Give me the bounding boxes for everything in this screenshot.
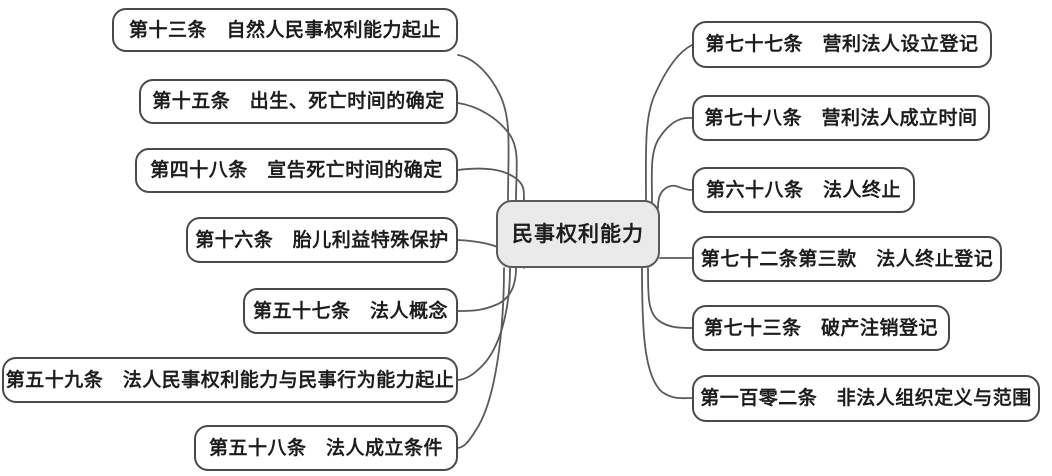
- branch-node-label: 第七十三条 破产注销登记: [703, 316, 938, 339]
- branch-node-label: 第六十八条 法人终止: [705, 178, 901, 201]
- branch-node-label: 第七十七条 营利法人设立登记: [705, 33, 979, 55]
- branch-node-left-3[interactable]: 第十六条 胎儿利益特殊保护: [186, 217, 458, 263]
- edge-right-5: [641, 267, 693, 400]
- branch-node-right-5[interactable]: 第一百零二条 非法人组织定义与范围: [692, 375, 1040, 422]
- edge-left-6: [457, 267, 505, 449]
- branch-node-right-2[interactable]: 第六十八条 法人终止: [692, 167, 915, 213]
- edge-left-1: [457, 102, 518, 201]
- branch-node-left-4[interactable]: 第五十七条 法人概念: [243, 288, 458, 334]
- edge-left-5: [457, 267, 511, 381]
- edge-left-4: [457, 267, 517, 312]
- center-node-label: 民事权利能力: [512, 221, 644, 246]
- center-node[interactable]: 民事权利能力: [496, 200, 660, 268]
- branch-node-label: 第五十八条 法人成立条件: [208, 436, 443, 459]
- branch-node-label: 第十六条 胎儿利益特殊保护: [195, 228, 449, 251]
- branch-node-right-4[interactable]: 第七十三条 破产注销登记: [692, 305, 950, 351]
- branch-node-label: 第一百零二条 非法人组织定义与范围: [700, 387, 1032, 409]
- branch-node-label: 第七十八条 营利法人成立时间: [704, 106, 978, 129]
- edge-left-0: [457, 54, 510, 201]
- edge-right-0: [644, 44, 693, 201]
- branch-node-label: 第十三条 自然人民事权利能力起止: [128, 18, 441, 41]
- branch-node-right-0[interactable]: 第七十七条 营利法人设立登记: [692, 21, 992, 68]
- edge-left-2: [457, 167, 525, 201]
- edge-right-1: [650, 117, 693, 203]
- branch-node-right-3[interactable]: 第七十二条第三款 法人终止登记: [692, 236, 1002, 282]
- branch-node-label: 第七十二条第三款 法人终止登记: [700, 247, 994, 270]
- branch-node-left-5[interactable]: 第五十九条 法人民事权利能力与民事行为能力起止: [2, 357, 458, 403]
- edge-right-4: [647, 267, 693, 329]
- branch-node-label: 第五十七条 法人概念: [252, 299, 448, 322]
- branch-node-right-1[interactable]: 第七十八条 营利法人成立时间: [692, 95, 990, 141]
- branch-node-left-0[interactable]: 第十三条 自然人民事权利能力起止: [112, 8, 458, 52]
- branch-node-left-6[interactable]: 第五十八条 法人成立条件: [194, 425, 458, 471]
- branch-node-left-2[interactable]: 第四十八条 宣告死亡时间的确定: [135, 148, 458, 193]
- branch-node-label: 第十五条 出生、死亡时间的确定: [152, 90, 445, 112]
- branch-node-label: 第四十八条 宣告死亡时间的确定: [150, 159, 443, 181]
- branch-node-label: 第五十九条 法人民事权利能力与民事行为能力起止: [5, 368, 455, 391]
- edge-right-2: [657, 184, 693, 209]
- branch-node-left-1[interactable]: 第十五条 出生、死亡时间的确定: [139, 79, 458, 124]
